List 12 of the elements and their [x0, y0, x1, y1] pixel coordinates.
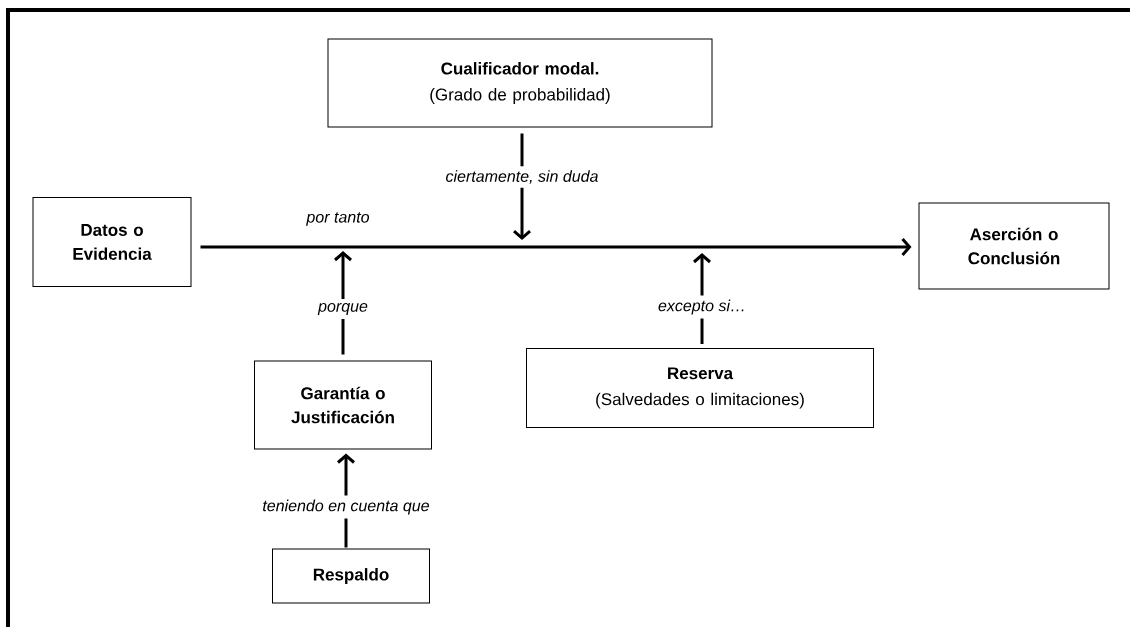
box: Respaldo [272, 548, 430, 604]
box: Cualificador modal. (Grado de probabilidad) [327, 38, 713, 128]
edge-label: teniendo en cuenta que [258, 495, 434, 519]
box: Aserción o Conclusión [918, 202, 1110, 290]
box: Garantía o Justificación [254, 360, 432, 450]
arrow [334, 251, 352, 355]
box: Reserva (Salvedades o limitaciones) [526, 348, 874, 428]
arrow [200, 238, 912, 256]
edge-label: por tanto [302, 208, 374, 230]
box: Datos o Evidencia [32, 197, 192, 287]
edge-label: ciertamente, sin duda [441, 166, 603, 188]
edge-label: porque [314, 299, 372, 319]
